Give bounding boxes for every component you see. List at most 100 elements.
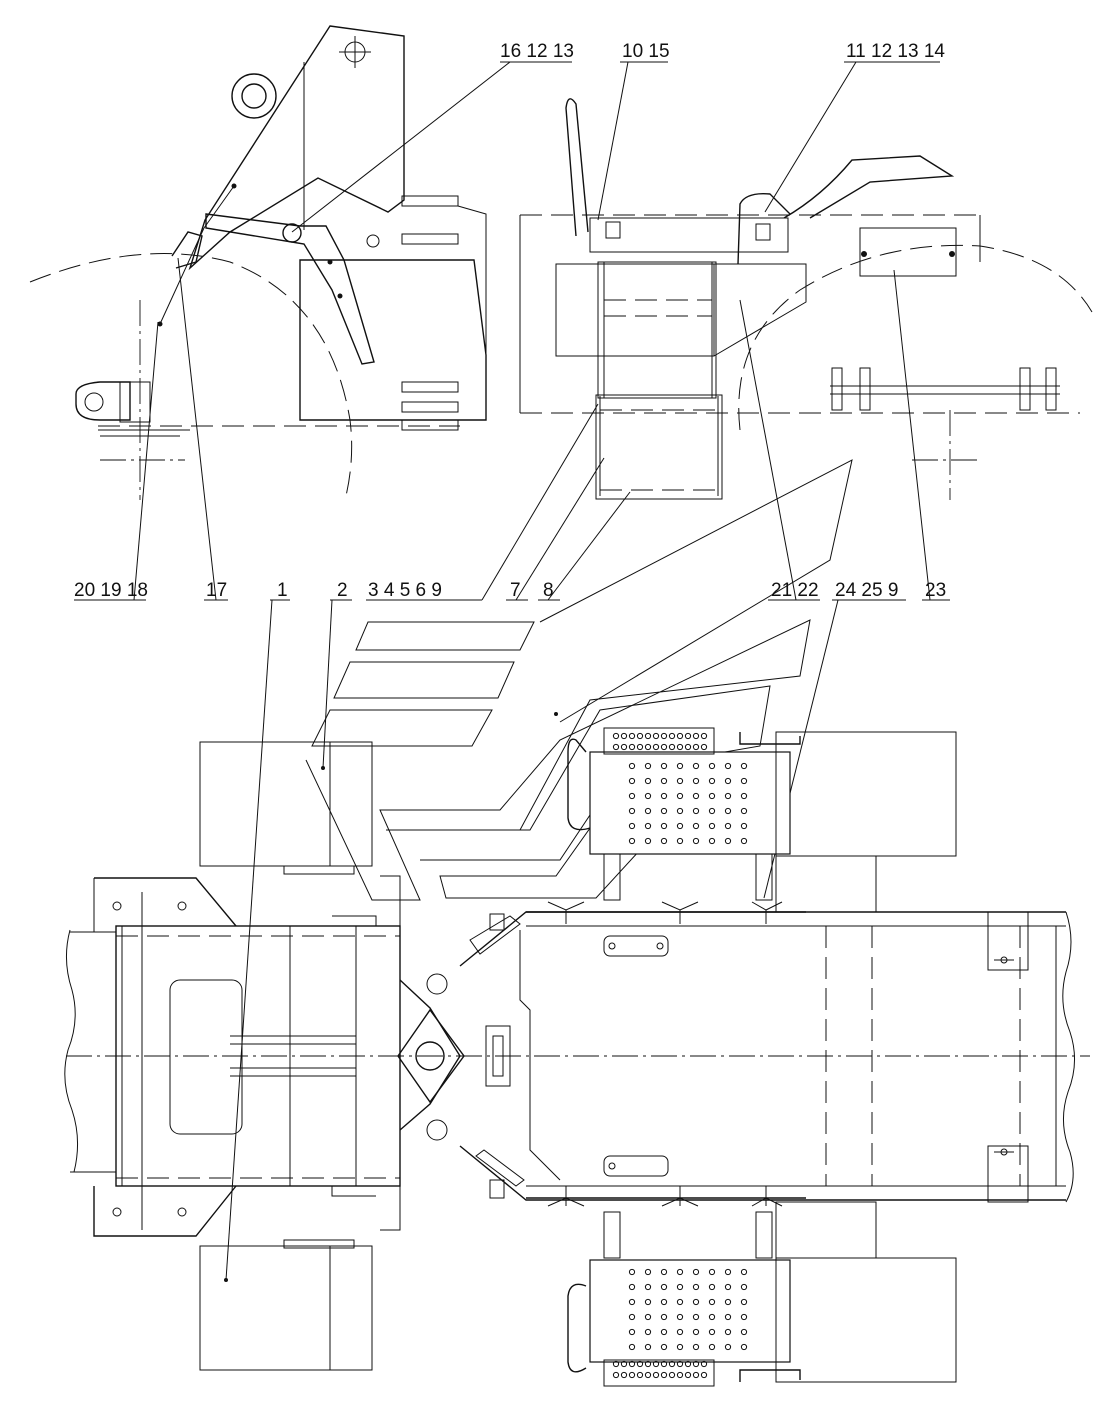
perforation-hole	[628, 792, 636, 800]
perforation-hole	[676, 1328, 684, 1336]
perforation-hole	[676, 743, 684, 751]
perforation-hole	[660, 1298, 668, 1306]
battery-box-cover	[555, 263, 715, 357]
callout-17: 17	[206, 580, 227, 601]
perforation-hole	[708, 1283, 716, 1291]
perforation-hole	[692, 1360, 700, 1368]
perforation-hole	[660, 1283, 668, 1291]
perforation-hole	[644, 1283, 652, 1291]
perforation-hole	[692, 732, 700, 740]
perforation-hole	[660, 792, 668, 800]
perforation-hole	[740, 1328, 748, 1336]
perforation-hole	[628, 1343, 636, 1351]
perforation-hole	[652, 1371, 660, 1379]
perforation-hole	[692, 1298, 700, 1306]
perforation-hole	[740, 762, 748, 770]
perforation-hole	[740, 1298, 748, 1306]
perforation-hole	[612, 1371, 620, 1379]
perforation-hole	[692, 762, 700, 770]
perforation-hole	[740, 1313, 748, 1321]
perforation-hole	[676, 1360, 684, 1368]
perforation-hole	[660, 1313, 668, 1321]
perforation-hole	[724, 1268, 732, 1276]
perforation-hole	[724, 762, 732, 770]
perforation-hole	[740, 837, 748, 845]
lift-link	[205, 213, 375, 365]
perforation-hole	[724, 837, 732, 845]
perforation-hole	[644, 807, 652, 815]
perforation-hole	[636, 1371, 644, 1379]
callout-23: 23	[925, 580, 946, 601]
perforation-hole	[692, 1283, 700, 1291]
perforation-holes	[612, 732, 748, 1379]
rear-wheel-phantom	[738, 244, 1093, 431]
perforation-hole	[724, 1283, 732, 1291]
perforation-hole	[708, 1313, 716, 1321]
perforation-hole	[668, 743, 676, 751]
perforation-hole	[660, 1371, 668, 1379]
perforation-hole	[676, 1283, 684, 1291]
perforation-hole	[644, 777, 652, 785]
callout-16-12-13: 16 12 13	[500, 41, 574, 62]
callout-20-19-18: 20 19 18	[74, 580, 148, 601]
perforation-hole	[740, 777, 748, 785]
front-wheel-phantom	[29, 253, 353, 501]
perforation-hole	[668, 1371, 676, 1379]
perforation-hole	[740, 807, 748, 815]
callout-1: 1	[277, 580, 288, 601]
side-elevation-view	[29, 25, 1093, 501]
perforation-hole	[668, 732, 676, 740]
callout-7: 7	[510, 580, 521, 601]
front-frame	[115, 925, 401, 1187]
perforation-hole	[644, 743, 652, 751]
perforation-hole	[676, 822, 684, 830]
callout-10-15: 10 15	[622, 41, 670, 62]
loader-boom	[188, 25, 405, 271]
perforation-hole	[676, 732, 684, 740]
perforation-hole	[660, 1328, 668, 1336]
leader-lines	[133, 61, 931, 1281]
battery-box-front-top	[199, 741, 373, 867]
perforation-hole	[740, 1283, 748, 1291]
perforation-hole	[692, 822, 700, 830]
perforation-hole	[684, 1360, 692, 1368]
front-hitch	[75, 381, 131, 421]
perforation-hole	[644, 1343, 652, 1351]
perforation-hole	[676, 792, 684, 800]
plan-view	[64, 727, 1090, 1387]
perforation-hole	[740, 792, 748, 800]
perforation-hole	[628, 807, 636, 815]
side-step-ladder	[595, 394, 723, 500]
perforation-hole	[660, 743, 668, 751]
perforation-hole	[620, 1360, 628, 1368]
perforation-hole	[724, 807, 732, 815]
perforation-hole	[700, 732, 708, 740]
perforation-hole	[676, 1268, 684, 1276]
perforation-hole	[628, 732, 636, 740]
callout-21-22: 21 22	[771, 580, 819, 601]
front-grab-handle	[171, 231, 203, 269]
perforation-hole	[660, 1360, 668, 1368]
callout-11-12-13-14: 11 12 13 14	[846, 41, 945, 62]
perforation-hole	[740, 1268, 748, 1276]
perforation-hole	[620, 743, 628, 751]
perforation-hole	[644, 732, 652, 740]
perforation-hole	[660, 822, 668, 830]
perforation-hole	[692, 807, 700, 815]
perforation-hole	[660, 777, 668, 785]
perforation-hole	[700, 1371, 708, 1379]
perforation-hole	[708, 822, 716, 830]
perforation-hole	[740, 1343, 748, 1351]
rear-handrail	[565, 98, 589, 237]
perforation-hole	[612, 743, 620, 751]
perforation-hole	[692, 1313, 700, 1321]
perforation-hole	[708, 762, 716, 770]
perforation-hole	[644, 1298, 652, 1306]
callout-24-25-9: 24 25 9	[835, 580, 898, 601]
step-platform-bottom	[589, 1259, 791, 1363]
perforation-hole	[668, 1360, 676, 1368]
perforation-hole	[660, 762, 668, 770]
perforation-hole	[684, 732, 692, 740]
perforation-hole	[724, 1328, 732, 1336]
perforation-hole	[644, 1360, 652, 1368]
